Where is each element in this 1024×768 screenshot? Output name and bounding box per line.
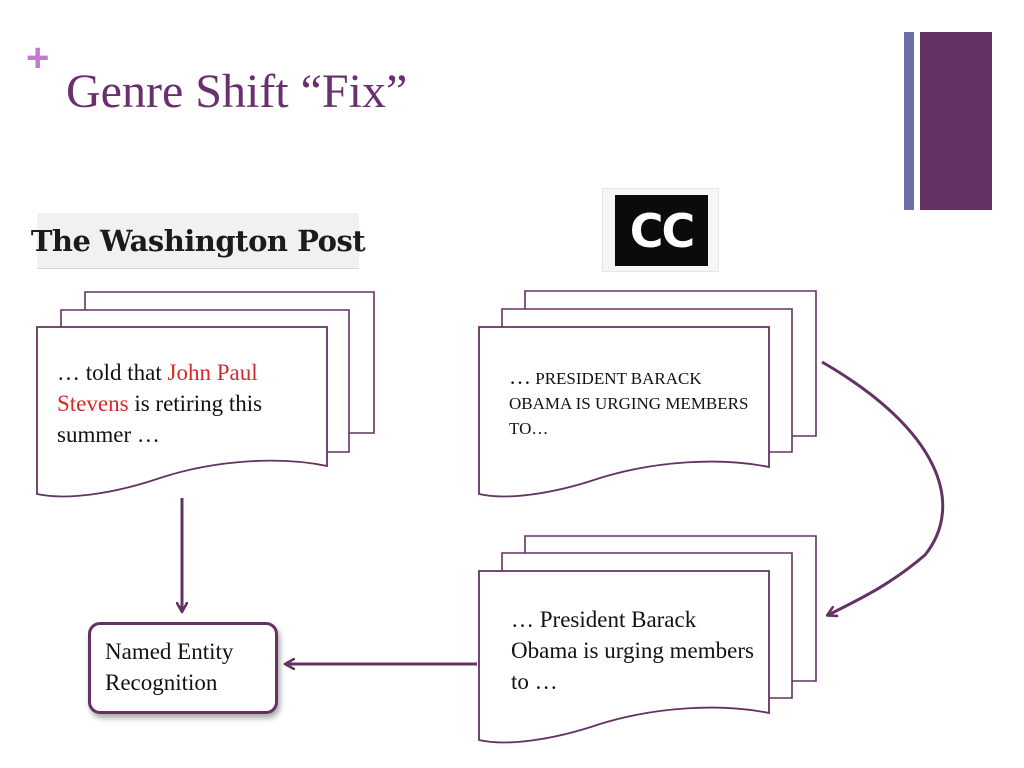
washington-post-logo: The Washington Post: [31, 213, 366, 269]
caption-raw-document-stack: [478, 290, 817, 498]
news-document-text: … told that John Paul Stevens is retirin…: [57, 357, 329, 450]
arrow-caption-fix: [821, 360, 945, 615]
news-doc-front: [36, 326, 328, 498]
caption-fixed-document-stack: [478, 535, 817, 744]
cc-icon: CC: [615, 195, 708, 266]
caption-raw-text: … PRESIDENT BARACK OBAMA IS URGING MEMBE…: [509, 364, 754, 441]
slide-title: Genre Shift “Fix”: [66, 65, 408, 118]
plus-icon: +: [26, 36, 50, 80]
caption-raw-ellipsis: …: [509, 364, 531, 389]
decor-bar-thick: [920, 32, 992, 210]
news-text-after: is retiring this summer …: [57, 391, 263, 447]
news-text-before: … told that: [57, 360, 168, 385]
ner-label: Named Entity Recognition: [105, 639, 234, 695]
cc-icon-label: CC: [629, 203, 696, 258]
decor-bar-thin: [904, 32, 914, 210]
caption-fixed-doc-front: [478, 570, 770, 744]
caption-raw-doc-front: [478, 326, 770, 498]
news-entity-highlight: John Paul Stevens: [57, 360, 258, 416]
ner-process-box: Named Entity Recognition: [88, 622, 278, 714]
closed-captions-logo: CC: [602, 188, 719, 272]
news-document-stack: [36, 291, 375, 498]
caption-raw-body: PRESIDENT BARACK OBAMA IS URGING MEMBERS…: [509, 369, 749, 438]
caption-fixed-text: … President Barack Obama is urging membe…: [511, 607, 754, 694]
